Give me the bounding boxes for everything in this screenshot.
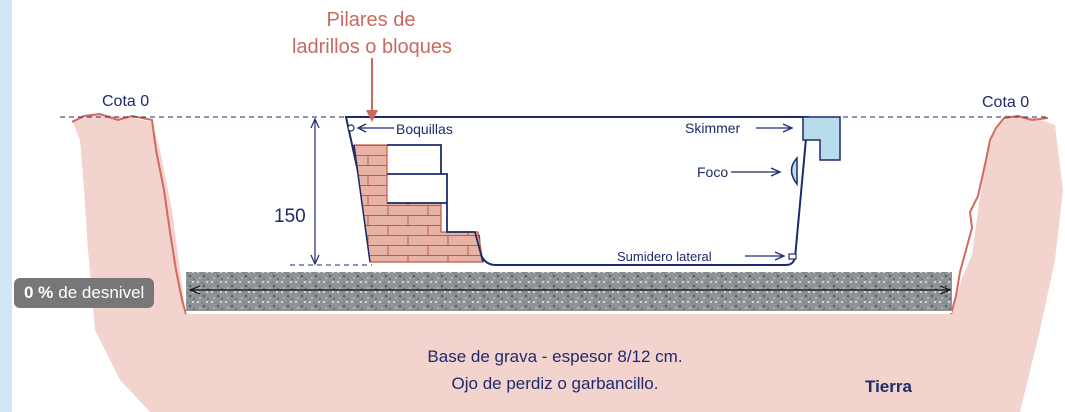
level-arrowhead-left <box>188 285 201 295</box>
base-label-line2: Ojo de perdiz o garbancillo. <box>452 374 659 393</box>
pillar-arrowhead <box>366 110 378 122</box>
earth-edge-right <box>950 114 1049 315</box>
base-label-line1: Base de grava - espesor 8/12 cm. <box>427 347 682 366</box>
pool-steps <box>387 144 484 263</box>
skimmer-label: Skimmer <box>685 120 741 136</box>
pillar-label-line1: Pilares de <box>327 9 416 31</box>
tierra-label: Tierra <box>865 377 912 396</box>
sumidero-arrowhead <box>774 251 786 261</box>
cota-right-label: Cota 0 <box>982 94 1029 111</box>
slope-value: 0 % <box>24 283 54 302</box>
sumidero-drain <box>788 253 797 260</box>
slope-badge: 0 % de desnivel <box>14 278 155 308</box>
boquillas-label: Boquillas <box>396 121 453 137</box>
foco-arrowhead <box>770 167 782 177</box>
sumidero-label: Sumidero lateral <box>617 249 712 264</box>
depth-arrowhead-top <box>310 117 320 129</box>
boquillas-arrowhead <box>356 123 367 133</box>
skimmer-box <box>802 116 841 161</box>
slope-text: de desnivel <box>58 283 145 302</box>
pool-inner-wall <box>353 144 371 263</box>
earth-edge-left <box>71 112 187 315</box>
cota-left-label: Cota 0 <box>102 93 149 110</box>
skimmer-arrowhead <box>782 123 794 133</box>
depth-arrowhead-bottom <box>310 254 320 266</box>
pillar-label-line2: ladrillos o bloques <box>292 36 452 58</box>
foco-light <box>790 156 798 187</box>
gravel-base <box>186 272 952 312</box>
foco-label: Foco <box>697 164 728 180</box>
left-side-strip <box>0 0 12 412</box>
depth-label: 150 <box>274 206 306 227</box>
earth-ground <box>72 114 1063 412</box>
boquilla-nozzle <box>347 124 355 132</box>
level-arrowhead-right <box>939 285 952 295</box>
